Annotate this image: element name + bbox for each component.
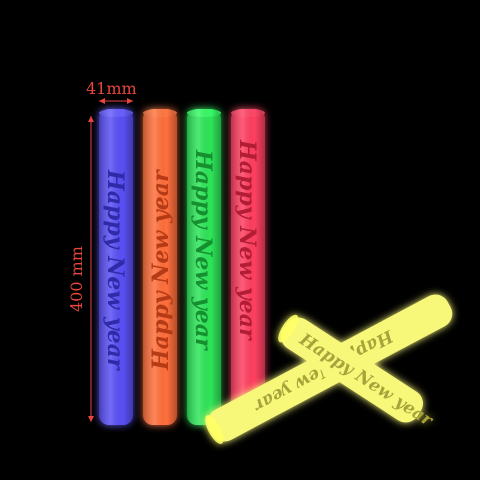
stick-red-shading bbox=[231, 109, 265, 409]
stick-orange: Happy New year bbox=[143, 109, 177, 425]
stick-green-text: Happy New year bbox=[190, 149, 216, 351]
width-arrow-left-icon bbox=[99, 98, 105, 104]
stick-blue: Happy New year bbox=[99, 109, 133, 425]
stick-blue-shading bbox=[99, 109, 133, 425]
stick-green-shading bbox=[187, 109, 221, 425]
stick-yellow-b-body bbox=[281, 317, 423, 423]
stick-blue-text: Happy New year bbox=[102, 169, 128, 371]
height-arrow-bottom-icon bbox=[88, 416, 94, 422]
width-arrow-right-icon bbox=[127, 98, 133, 104]
width-dimension-label: 41mm bbox=[86, 79, 137, 98]
stick-green: Happy New year bbox=[187, 109, 221, 425]
height-dimension-label: 400 mm bbox=[67, 246, 86, 312]
upright-sticks: Happy New year Happy New year Happy New … bbox=[99, 109, 265, 425]
stick-red: Happy New year bbox=[231, 109, 265, 409]
stick-yellow-a-cap bbox=[205, 415, 224, 444]
dimension-annotations: 41mm 400 mm bbox=[67, 79, 137, 422]
stick-red-text: Happy New year bbox=[234, 139, 260, 341]
stick-yellow-b-cap bbox=[278, 314, 299, 343]
height-arrow-top-icon bbox=[88, 116, 94, 122]
stick-orange-text: Happy New year bbox=[148, 169, 174, 371]
stick-orange-shading bbox=[143, 109, 177, 425]
